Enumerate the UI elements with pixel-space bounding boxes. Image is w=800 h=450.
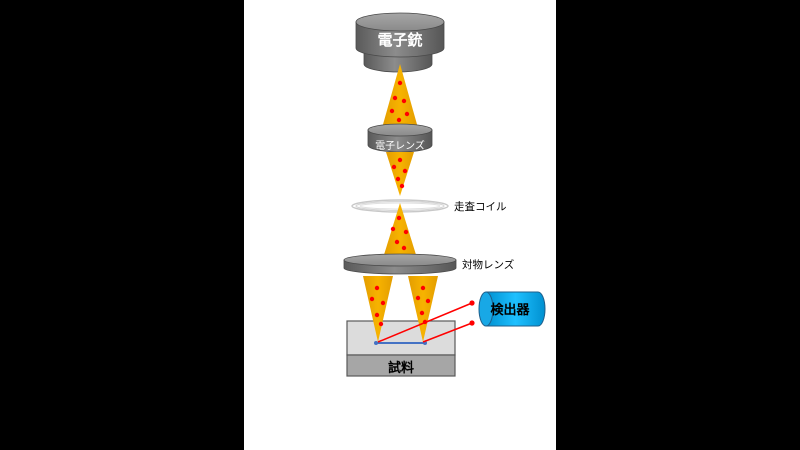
electrons [369, 80, 431, 327]
electron-dot [399, 183, 405, 189]
electron-dot [397, 157, 403, 163]
electron-dot [378, 321, 384, 327]
objective-lens [343, 253, 457, 275]
electron-lens-label: 電子レンズ [375, 139, 425, 152]
electron-dot [397, 80, 403, 86]
electron-dot [380, 300, 386, 306]
electron-lens: 電子レンズ [367, 123, 433, 153]
electron-gun: 電子銃 [355, 12, 445, 73]
electron-dot [374, 285, 380, 291]
electron-dot [390, 226, 396, 232]
electron-beam-right [408, 276, 438, 342]
scan-start-point [374, 341, 378, 345]
electron-dot [425, 298, 431, 304]
electron-dot [422, 319, 428, 325]
signal-arrow-upper-head [469, 300, 475, 306]
electron-dot [396, 215, 402, 221]
detector-label: 検出器 [490, 302, 530, 318]
electron-dot [394, 239, 400, 245]
electron-dot [420, 285, 426, 291]
electron-dot [395, 176, 401, 182]
electron-beam-converging [386, 152, 414, 196]
electron-dot [369, 296, 375, 302]
electron-dot [402, 168, 408, 174]
electron-dot [401, 98, 407, 104]
scan-coil-label: 走査コイル [454, 200, 507, 213]
electron-gun-label: 電子銃 [377, 31, 422, 49]
electron-dot [403, 229, 409, 235]
electron-dot [392, 95, 398, 101]
sample-label: 試料 [388, 360, 414, 376]
electron-dot [419, 310, 425, 316]
electron-dot [374, 312, 380, 318]
electron-beam-left [363, 276, 393, 342]
electron-dot [404, 111, 410, 117]
detector: 検出器 [478, 291, 546, 327]
electron-dot [389, 108, 395, 114]
electron-dot [415, 295, 421, 301]
sample: 試料 [346, 320, 456, 377]
electron-dot [401, 245, 407, 251]
electron-beam-diverging [383, 203, 417, 258]
electron-dot [396, 117, 402, 123]
objective-lens-label: 対物レンズ [462, 258, 514, 271]
electron-dot [391, 164, 397, 170]
signal-arrow-lower-head [469, 320, 475, 326]
signal-arrow-lower [422, 322, 473, 343]
